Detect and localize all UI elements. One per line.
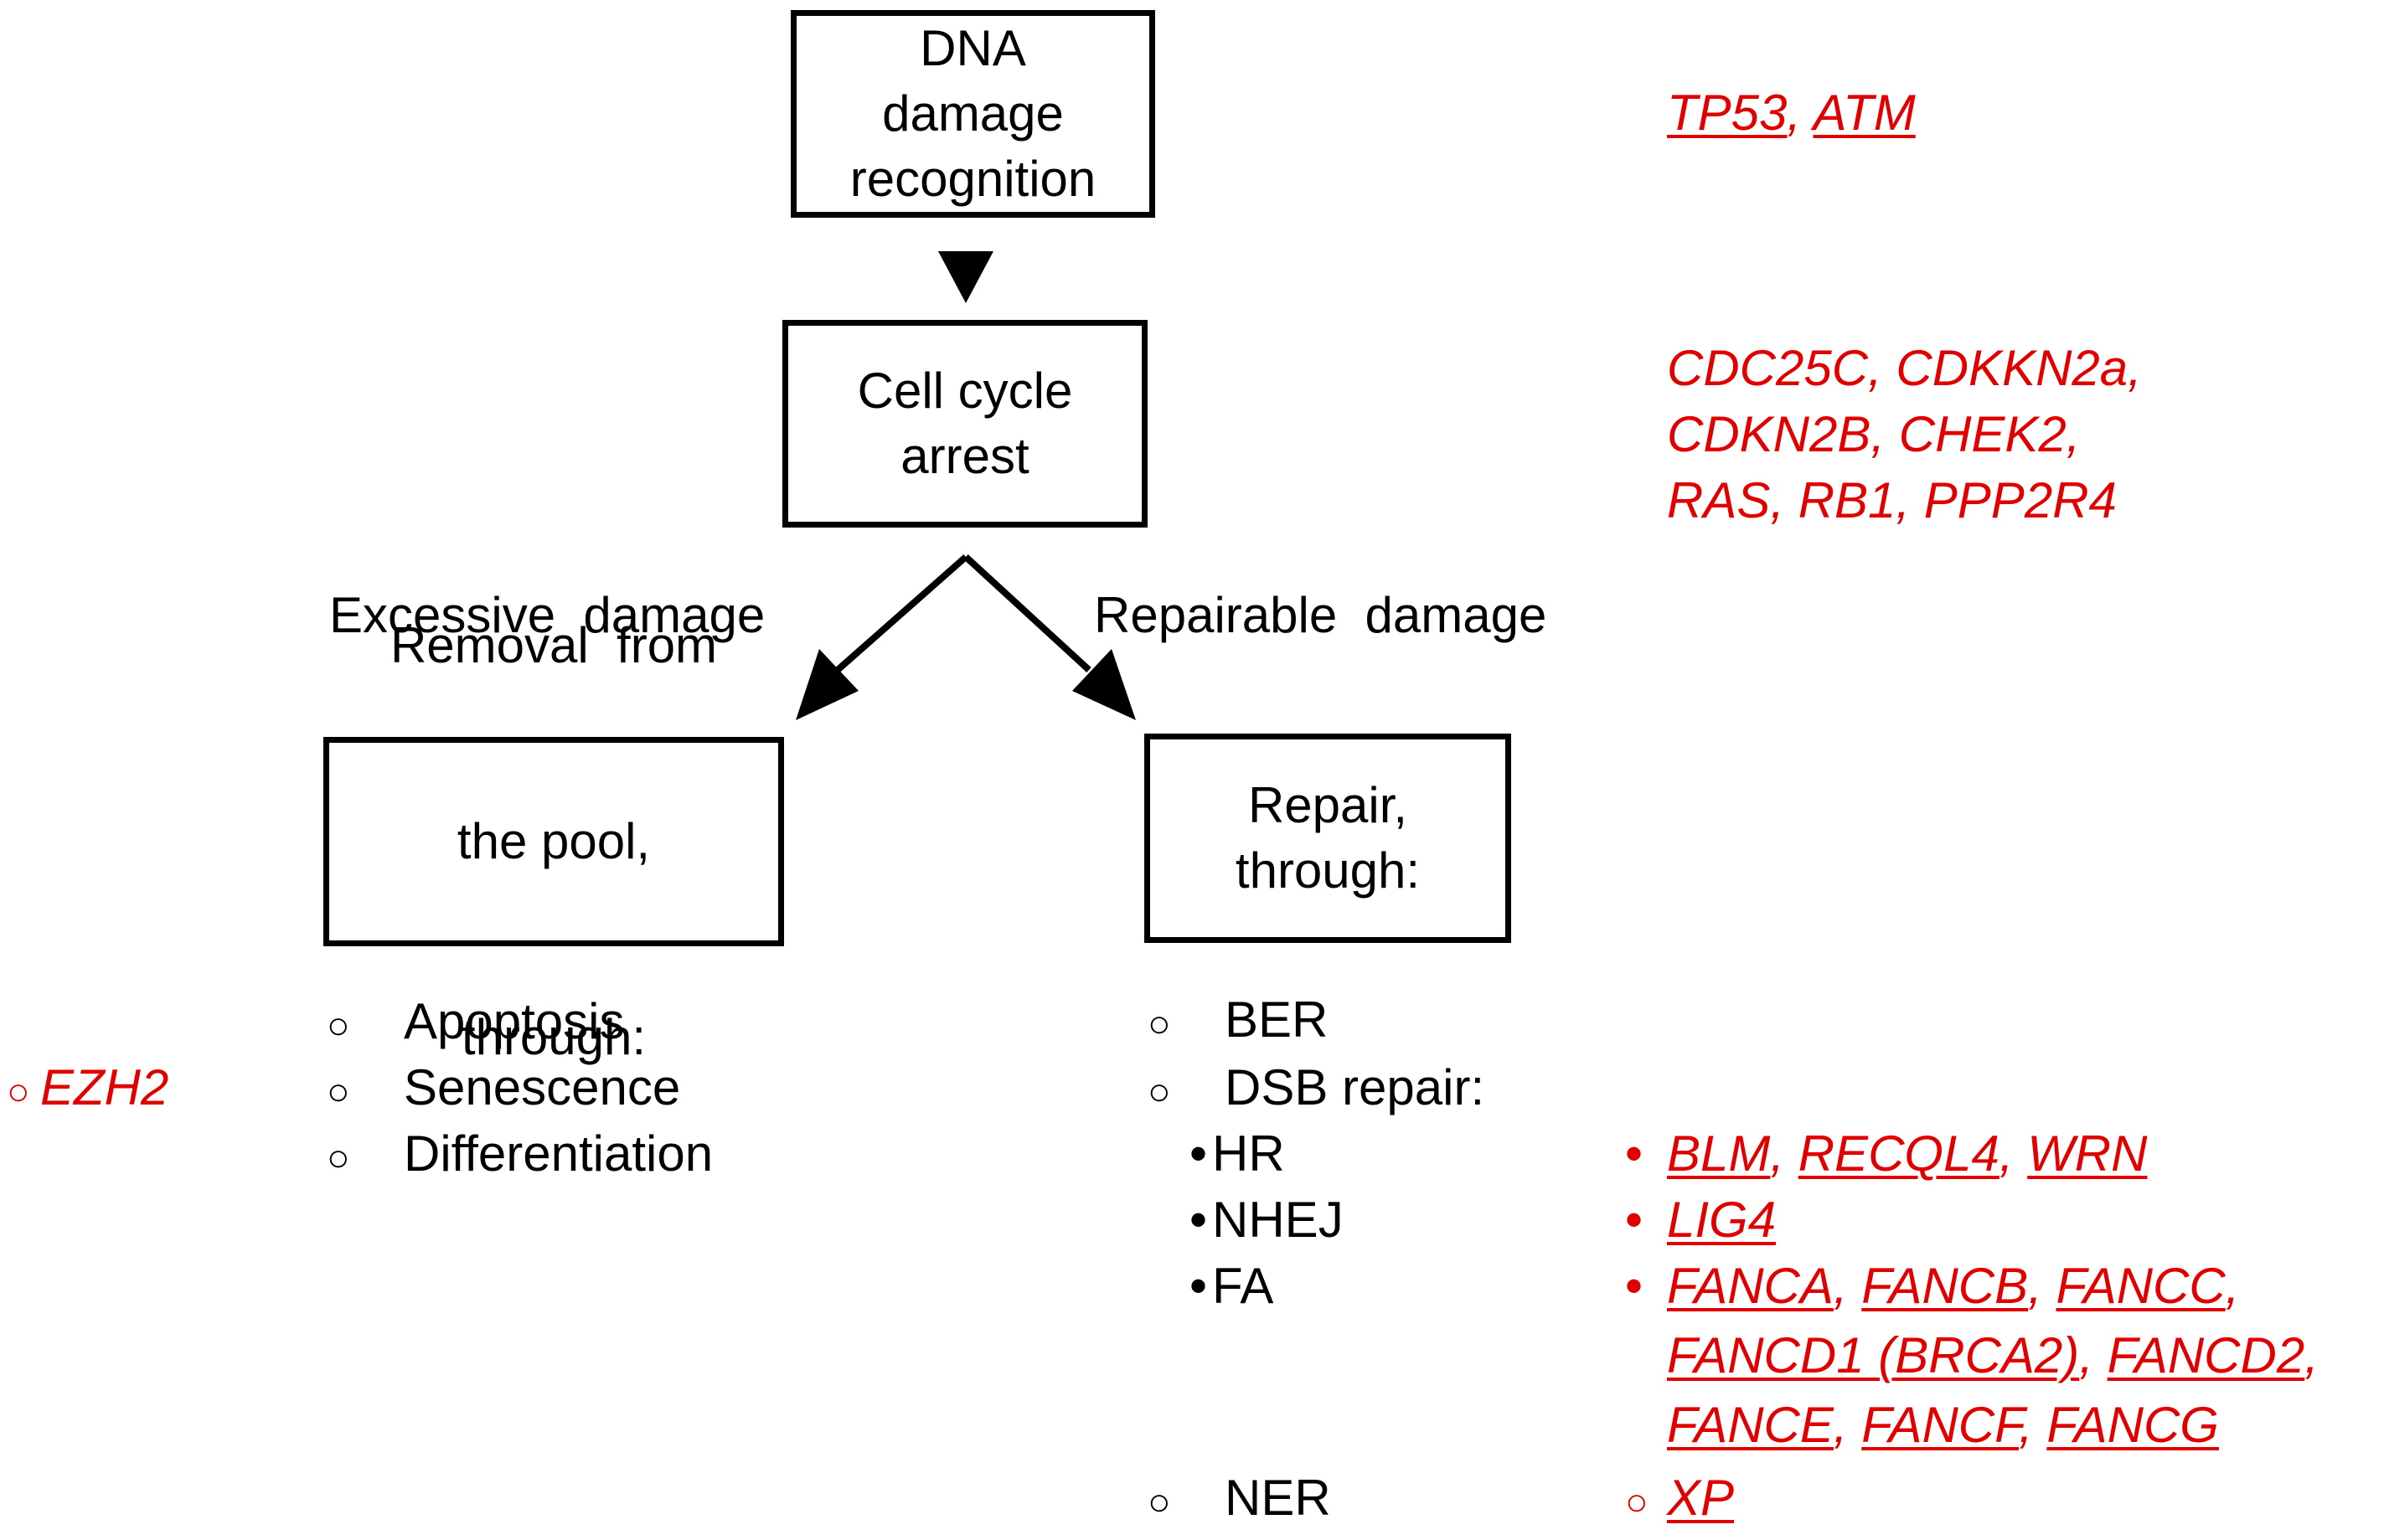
list-item-label: Differentiation	[404, 1125, 714, 1182]
repair-text: Repair, through:	[1236, 773, 1420, 904]
removal-from-pool-box: Removal from the pool, through:	[323, 617, 784, 1065]
list-item-dsb-repair: ○ DSB repair:	[1148, 1058, 1484, 1116]
box-line: arrest	[900, 428, 1029, 484]
list-item-differentiation: ○ Differentiation	[327, 1125, 713, 1182]
arrow-right-shaft	[963, 554, 1091, 672]
gene-link[interactable]: BLM	[1667, 1125, 1771, 1182]
open-circle-bullet: ○	[1148, 1002, 1171, 1045]
box-line: Cell cycle	[857, 363, 1073, 419]
gene-link[interactable]: FANCE	[1667, 1397, 1834, 1453]
list-item-ber: ○ BER	[1148, 991, 1328, 1048]
box-line: recognition	[849, 151, 1096, 207]
gene-link[interactable]: RECQL4	[1798, 1125, 1999, 1182]
gene-link[interactable]: ATM	[1813, 85, 1916, 141]
genes-fa-line-3: FANCE, FANCF, FANCG	[1667, 1397, 2219, 1453]
open-circle-bullet: ○	[7, 1069, 30, 1113]
dna-damage-recognition-box: DNA damage recognition	[791, 10, 1155, 218]
box-line: damage	[882, 85, 1064, 142]
genes-nhej: • LIG4	[1625, 1191, 1776, 1249]
dot-bullet: •	[1625, 1125, 1643, 1182]
open-circle-bullet: ○	[1148, 1069, 1171, 1113]
open-circle-bullet: ○	[327, 1003, 350, 1047]
list-item-label: DSB repair:	[1225, 1059, 1485, 1115]
dot-bullet: •	[1189, 1192, 1208, 1248]
genes-hr: •BLM, RECQL4, WRN	[1625, 1125, 2148, 1182]
list-item-label: NHEJ	[1212, 1192, 1344, 1248]
list-item-label: HR	[1212, 1125, 1285, 1182]
open-circle-bullet: ○	[1625, 1480, 1649, 1523]
gene-link[interactable]: FANCA	[1667, 1258, 1834, 1314]
dot-bullet: •	[1625, 1258, 1643, 1314]
list-item-label: NER	[1225, 1470, 1331, 1526]
list-item-senescence: ○ Senescence	[327, 1058, 680, 1116]
genes-fa-line-2: FANCD1 (BRCA2), FANCD2,	[1667, 1327, 2319, 1383]
repairable-damage-label: Repairable damage	[1094, 587, 1547, 643]
box-line: Removal from	[390, 617, 718, 673]
genes-cell-cycle-line: RAS, RB1, PPP2R4	[1667, 472, 2117, 528]
list-item-label: BER	[1225, 991, 1329, 1048]
box-line: DNA	[920, 20, 1026, 76]
gene-link[interactable]: FANCG	[2046, 1397, 2219, 1453]
arrow-down-head	[938, 251, 993, 303]
gene-ezh2: ○EZH2	[7, 1058, 168, 1116]
gene-link[interactable]: XP	[1667, 1470, 1735, 1526]
gene-link[interactable]: WRN	[2027, 1125, 2148, 1182]
list-item-nhej: •NHEJ	[1189, 1191, 1344, 1249]
dot-bullet: •	[1189, 1258, 1208, 1314]
list-item-label: Apoptosis	[404, 993, 625, 1049]
open-circle-bullet: ○	[1148, 1480, 1171, 1523]
dna-damage-recognition-text: DNA damage recognition	[850, 16, 1096, 212]
arrow-left-shaft	[835, 554, 968, 672]
list-item-fa: •FA	[1189, 1257, 1273, 1315]
genes-fa-line-1: •FANCA, FANCB, FANCC,	[1625, 1258, 2240, 1314]
dot-bullet: •	[1189, 1125, 1208, 1182]
genes-cell-cycle-line: CDC25C, CDKKN2a,	[1667, 340, 2142, 396]
gene-link[interactable]: FANCB	[1861, 1258, 2029, 1314]
gene-link[interactable]: FANCC	[2056, 1258, 2226, 1314]
open-circle-bullet: ○	[327, 1069, 350, 1113]
cell-cycle-arrest-text: Cell cycle arrest	[858, 358, 1073, 489]
arrow-right-head	[1072, 649, 1136, 720]
genes-cell-cycle-line: CDKN2B, CHEK2,	[1667, 406, 2081, 462]
box-line: Repair,	[1247, 777, 1408, 833]
cell-cycle-arrest-box: Cell cycle arrest	[782, 320, 1148, 528]
gene-link[interactable]: FANCD2	[2107, 1327, 2305, 1383]
repair-box: Repair, through:	[1144, 734, 1511, 943]
list-item-hr: •HR	[1189, 1125, 1285, 1182]
list-item-label: Senescence	[404, 1059, 681, 1115]
box-line: through:	[461, 1009, 647, 1065]
genes-dna-damage: TP53, ATM	[1667, 85, 1916, 141]
removal-from-pool-text: Removal from the pool, through:	[390, 482, 717, 1201]
gene-link[interactable]: TP53	[1667, 85, 1788, 141]
gene-link[interactable]: LIG4	[1667, 1192, 1777, 1248]
excessive-damage-label: Excessive damage	[329, 587, 766, 643]
dot-bullet: •	[1625, 1192, 1643, 1248]
box-line: the pool,	[457, 813, 651, 869]
list-item-ner: ○ NER	[1148, 1469, 1331, 1527]
gene-link[interactable]: FANCD1 (BRCA2)	[1667, 1327, 2080, 1383]
list-item-apoptosis: ○ Apoptosis	[327, 992, 625, 1050]
list-item-label: FA	[1212, 1258, 1274, 1314]
gene-link[interactable]: FANCF	[1861, 1397, 2020, 1453]
genes-ner: ○ XP	[1625, 1469, 1734, 1527]
box-line: through:	[1235, 842, 1421, 899]
arrow-left-head	[796, 649, 859, 720]
open-circle-bullet: ○	[327, 1136, 350, 1179]
gene-label: EZH2	[40, 1059, 169, 1115]
